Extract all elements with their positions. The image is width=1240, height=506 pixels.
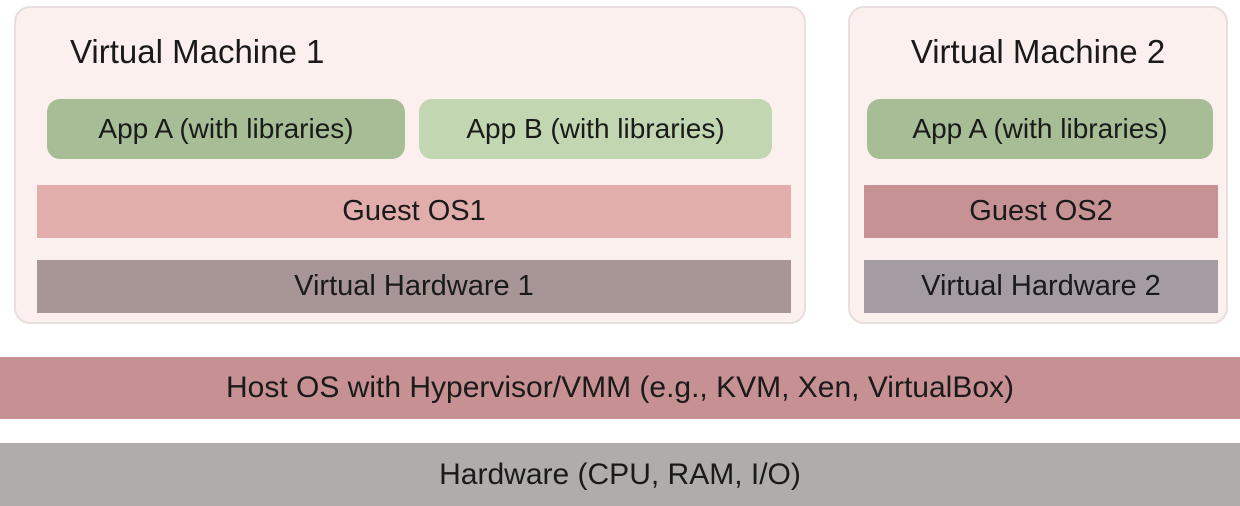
vm1-app-a-box: App A (with libraries) [47, 99, 405, 159]
vm1-title: Virtual Machine 1 [70, 33, 325, 70]
vm2-card: Virtual Machine 2 App A (with libraries)… [848, 6, 1228, 324]
vm1-app-b-box: App B (with libraries) [419, 99, 772, 159]
vm1-guest-os-bar: Guest OS1 [37, 185, 791, 238]
vm2-app-a-box: App A (with libraries) [867, 99, 1213, 159]
vm2-title: Virtual Machine 2 [910, 33, 1166, 70]
vm2-virtual-hardware-bar: Virtual Hardware 2 [864, 260, 1218, 313]
vm2-guest-os-bar: Guest OS2 [864, 185, 1218, 238]
vm1-virtual-hardware-bar: Virtual Hardware 1 [37, 260, 791, 313]
host-os-hypervisor-bar: Host OS with Hypervisor/VMM (e.g., KVM, … [0, 357, 1240, 419]
vm1-card: Virtual Machine 1 App A (with libraries)… [14, 6, 806, 324]
hardware-bar: Hardware (CPU, RAM, I/O) [0, 443, 1240, 506]
